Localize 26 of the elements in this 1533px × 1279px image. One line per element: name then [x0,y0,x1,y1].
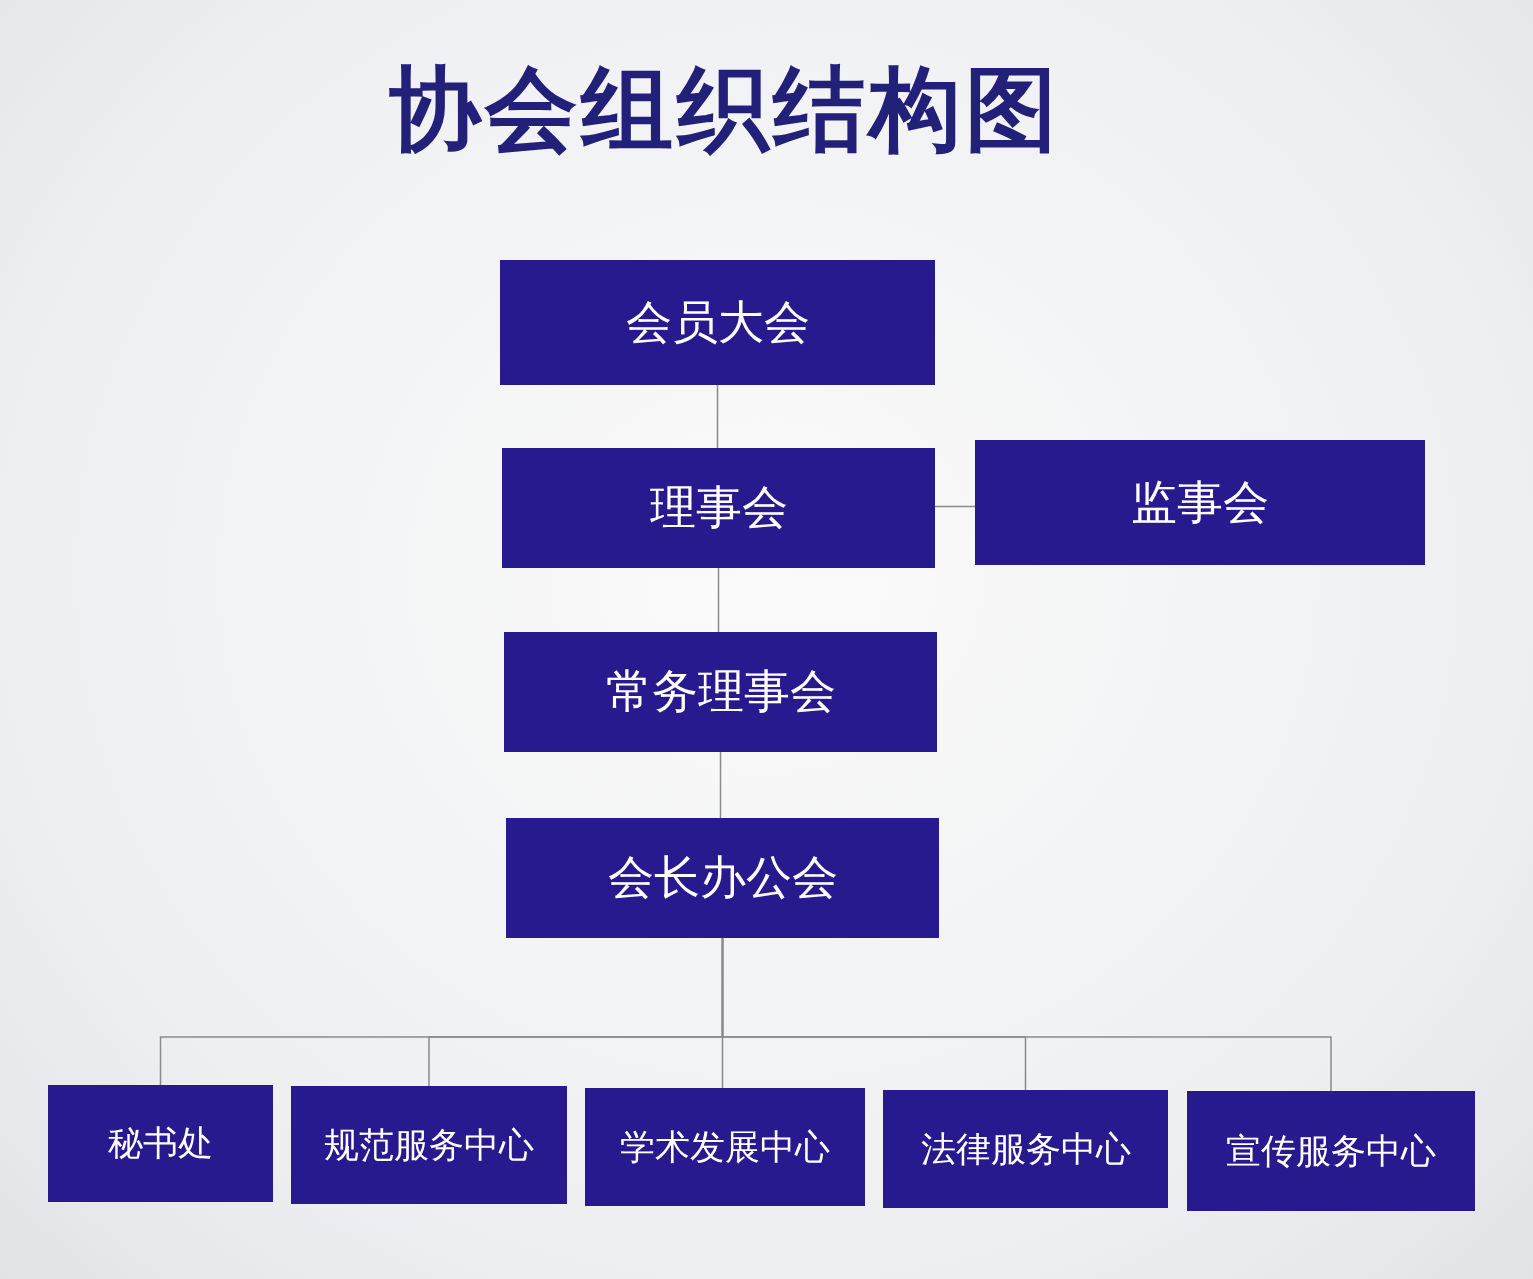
org-box [975,440,1425,565]
box-label: 监事会 [1131,473,1269,531]
box-label: 规范服务中心 [324,1123,534,1167]
box-label: 会员大会 [625,293,810,351]
org-box [504,632,937,752]
org-box [1187,1091,1475,1211]
box-label: 常务理事会 [605,663,836,720]
org-box [883,1090,1168,1208]
box-label: 法律服务中心 [920,1127,1131,1171]
org-box [585,1088,865,1206]
box-label: 会长办公会 [607,849,838,906]
org-box [291,1086,567,1204]
connector-line [717,567,720,633]
connector-line [934,505,976,508]
box-label: 理事会 [649,479,788,536]
org-box [502,448,935,568]
chart-title: 协会组织结构图 [388,55,1062,165]
box-label: 秘书处 [108,1122,213,1165]
box-label: 宣传服务中心 [1226,1129,1436,1173]
org-box [500,260,935,385]
box-label: 学术发展中心 [620,1125,830,1169]
connector-line [721,937,1332,1092]
org-box [506,818,939,938]
org-box [48,1085,273,1202]
connector-line [716,384,719,449]
connector-line [719,751,722,819]
